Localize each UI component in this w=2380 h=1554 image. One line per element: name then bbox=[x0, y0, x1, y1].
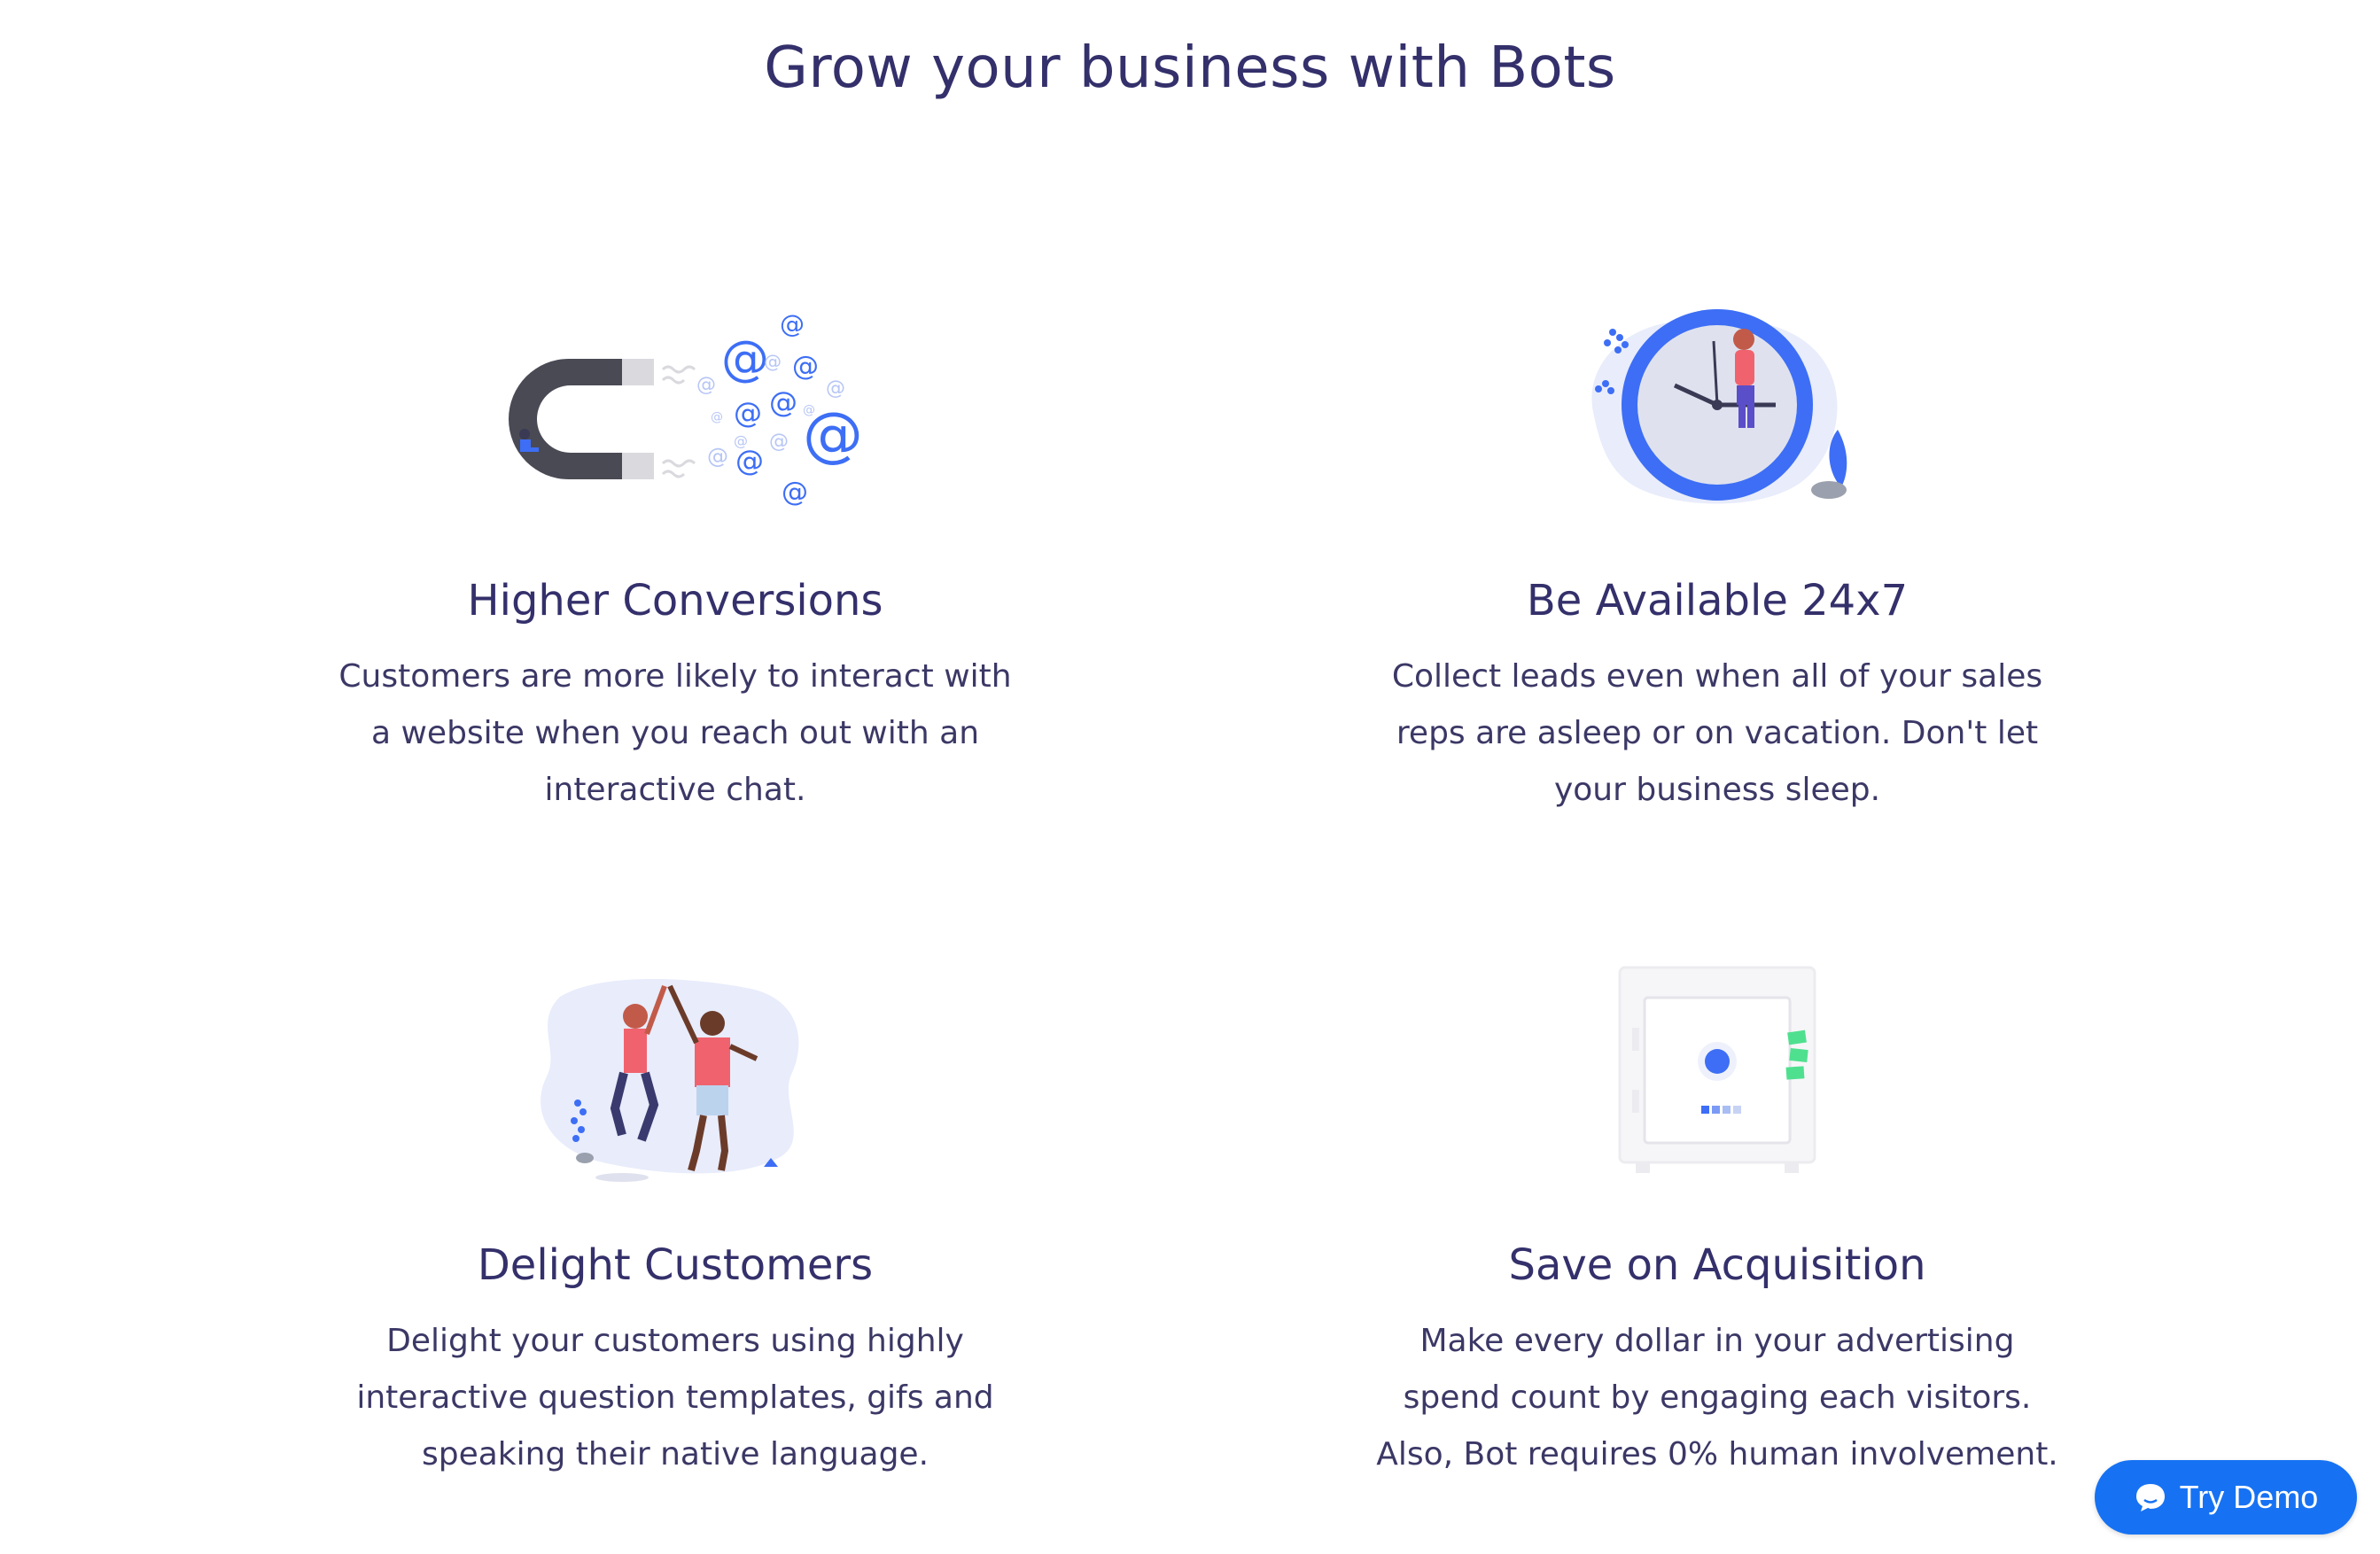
clock-illustration bbox=[1318, 297, 2116, 509]
feature-title: Delight Customers bbox=[477, 1240, 874, 1290]
feature-description: Delight your customers using highly inte… bbox=[356, 1323, 994, 1472]
svg-text:@: @ bbox=[734, 396, 762, 430]
feature-title: Save on Acquisition bbox=[1508, 1240, 1926, 1290]
svg-text:@: @ bbox=[696, 374, 716, 396]
svg-text:@: @ bbox=[721, 330, 769, 386]
svg-text:@: @ bbox=[826, 377, 845, 400]
svg-text:@: @ bbox=[707, 444, 728, 469]
svg-text:@: @ bbox=[734, 432, 748, 449]
feature-description: Make every dollar in your advertising sp… bbox=[1376, 1323, 2058, 1472]
safe-illustration bbox=[1318, 964, 2116, 1177]
try-demo-button[interactable]: Try Demo bbox=[2095, 1460, 2357, 1535]
high-five-illustration bbox=[276, 961, 1074, 1192]
feature-description: Customers are more likely to interact wi… bbox=[338, 658, 1012, 808]
svg-text:@: @ bbox=[780, 309, 805, 338]
svg-text:@: @ bbox=[735, 444, 764, 478]
svg-text:@: @ bbox=[792, 351, 819, 382]
svg-text:@: @ bbox=[803, 403, 815, 417]
magnet-illustration: @ @ @ @ @ @ @ @ @ @ @ @ @ @ @ @ bbox=[276, 306, 1074, 518]
svg-text:@: @ bbox=[711, 410, 723, 424]
feature-title: Higher Conversions bbox=[467, 576, 883, 625]
try-demo-label: Try Demo bbox=[2179, 1479, 2319, 1515]
feature-title: Be Available 24x7 bbox=[1526, 576, 1909, 625]
svg-text:@: @ bbox=[769, 431, 789, 453]
svg-text:@: @ bbox=[782, 477, 808, 508]
feature-description: Collect leads even when all of your sale… bbox=[1391, 658, 2043, 808]
page-title: Grow your business with Bots bbox=[764, 35, 1616, 101]
svg-text:@: @ bbox=[769, 385, 797, 419]
svg-text:@: @ bbox=[764, 351, 782, 372]
chat-bubble-icon bbox=[2134, 1480, 2167, 1514]
svg-text:@: @ bbox=[803, 400, 863, 470]
